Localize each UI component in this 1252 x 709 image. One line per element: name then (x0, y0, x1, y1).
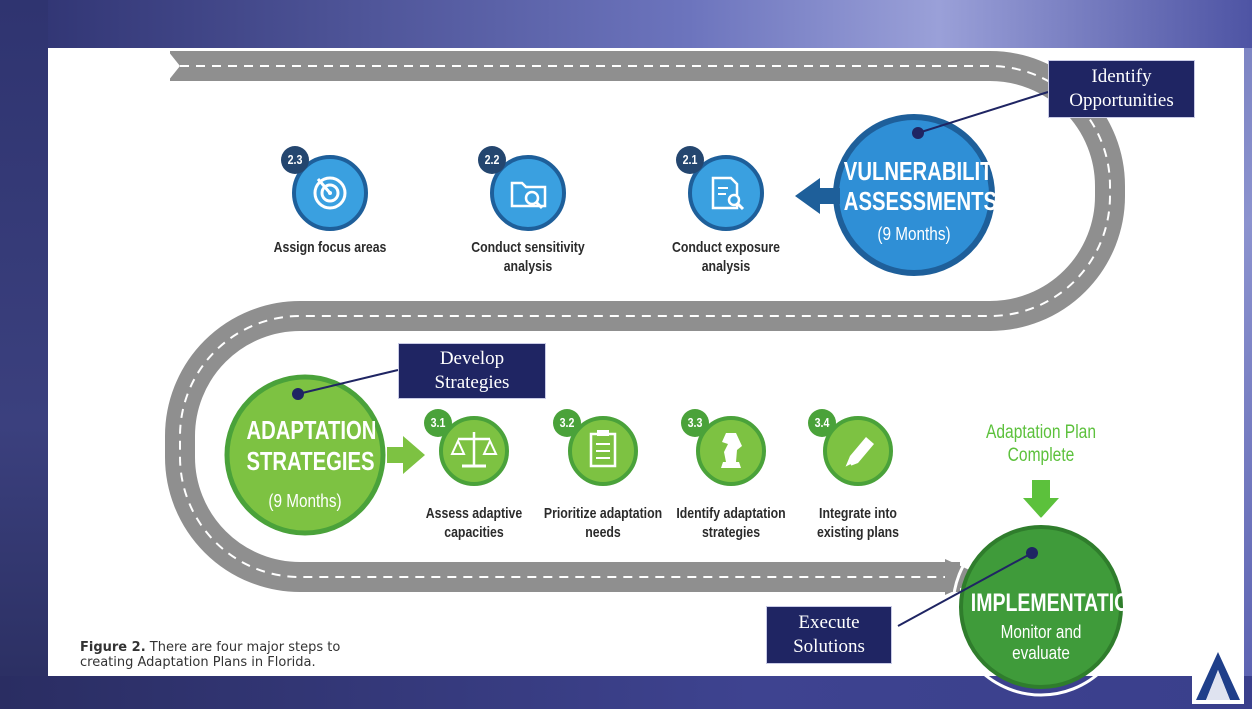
badge-3-1: 3.1 (430, 415, 446, 430)
develop-connector (297, 369, 399, 395)
road-dashes (179, 65, 1111, 578)
slide-frame-top (0, 0, 1252, 48)
adaptation-arrow (387, 436, 425, 474)
adaptation-duration: (9 Months) (268, 491, 342, 511)
step-2-3-label: Assign focus areas (273, 239, 387, 256)
badge-2-2: 2.2 (484, 152, 500, 167)
step-2-1-node (676, 146, 764, 231)
implementation-title: IMPLEMENTATION (970, 589, 1144, 617)
badge-3-3: 3.3 (687, 415, 703, 430)
vulnerability-arrow (795, 178, 840, 214)
step-2-2-node (478, 146, 566, 231)
implementation-circle (959, 525, 1123, 689)
step-3-2-node (553, 409, 638, 486)
badge-3-2: 3.2 (559, 415, 575, 430)
execute-connector (897, 552, 1033, 627)
badge-2-1: 2.1 (682, 152, 698, 167)
logo-a-icon (1196, 652, 1240, 700)
adaptation-circle (224, 374, 386, 536)
step-3-4-node (808, 409, 893, 486)
badge-2-3: 2.3 (287, 152, 303, 167)
badge-3-4: 3.4 (814, 415, 830, 430)
step-3-1-node (424, 409, 509, 486)
complete-arrow (1023, 480, 1059, 518)
step-3-3-node (681, 409, 766, 486)
road-start-notch (158, 51, 180, 81)
vulnerability-duration: (9 Months) (877, 224, 951, 244)
slide-frame-left (0, 0, 48, 709)
identify-connector (917, 91, 1049, 134)
brand-logo (1192, 648, 1244, 704)
step-2-3-node (281, 146, 368, 231)
